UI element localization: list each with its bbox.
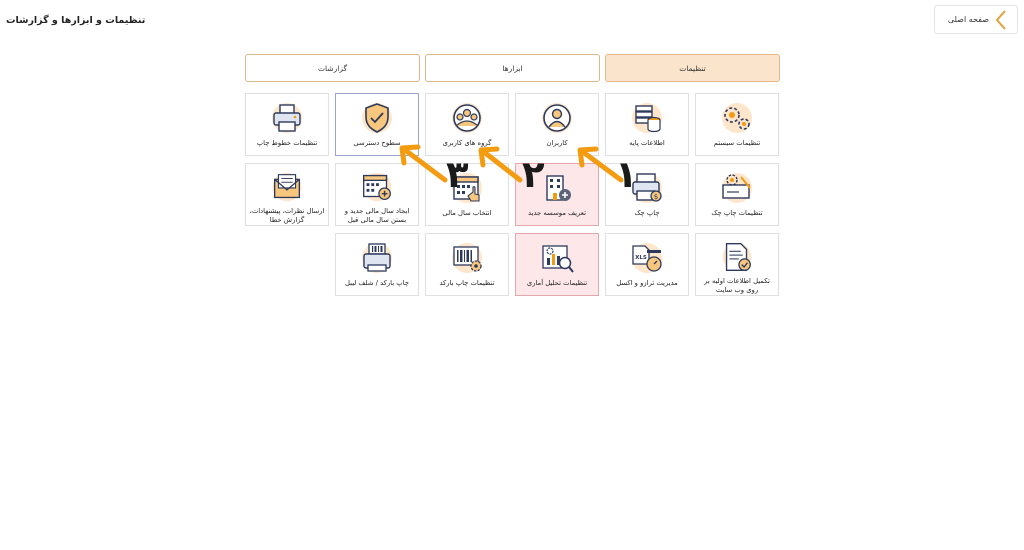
tile-label: تنظیمات خطوط چاپ — [256, 139, 318, 147]
tile-create-fiscal-year[interactable]: ایجاد سال مالی جدید و بستن سال مالی قبل — [335, 163, 419, 226]
tile-label: تنظیمات چاپ بارکد — [439, 279, 495, 287]
tab-tools[interactable]: ابزارها — [425, 54, 600, 82]
tile-statistical-analysis[interactable]: تنظیمات تحلیل آماری — [515, 233, 599, 296]
tile-label: تنظیمات تحلیل آماری — [526, 279, 588, 287]
building-add-icon — [546, 175, 571, 201]
tab-bar: گزارشات ابزارها تنظیمات — [245, 54, 780, 83]
document-check-icon — [722, 242, 752, 272]
database-server-icon — [632, 103, 662, 133]
svg-text:$: $ — [654, 193, 658, 201]
tile-print-cheque[interactable]: $ چاپ چک — [605, 163, 689, 226]
tile-users[interactable]: کاربران — [515, 93, 599, 156]
page-title: تنظیمات و ابزارها و گزارشات — [6, 15, 146, 26]
tile-send-feedback[interactable]: ارسال نظرات، پیشنهادات، گزارش خطا — [245, 163, 329, 226]
tile-system-settings[interactable]: تنظیمات سیستم — [695, 93, 779, 156]
user-icon — [542, 103, 572, 133]
chevron-left-icon — [995, 9, 1006, 30]
tile-label: ارسال نظرات، پیشنهادات، گزارش خطا — [249, 207, 325, 224]
cheque-print-icon: $ — [632, 173, 662, 203]
tile-access-levels[interactable]: سطوح دسترسی — [335, 93, 419, 156]
user-group-icon — [452, 103, 482, 133]
tile-user-groups[interactable]: گروه های کاربری — [425, 93, 509, 156]
tile-label: انتخاب سال مالی — [442, 209, 492, 217]
tile-label: ایجاد سال مالی جدید و بستن سال مالی قبل — [344, 207, 410, 224]
tile-base-info[interactable]: اطلاعات پایه — [605, 93, 689, 156]
tile-print-lines[interactable]: تنظیمات خطوط چاپ — [245, 93, 329, 156]
home-button[interactable]: صفحه اصلی — [934, 5, 1018, 34]
barcode-settings-icon — [452, 243, 482, 273]
tile-label: گروه های کاربری — [442, 139, 492, 147]
printer-icon — [272, 103, 302, 133]
home-button-label: صفحه اصلی — [947, 15, 989, 24]
tab-settings[interactable]: تنظیمات — [605, 54, 780, 82]
tile-label: تعریف موسسه جدید — [528, 209, 586, 217]
scale-excel-icon: XLS — [632, 243, 662, 273]
tile-cheque-settings[interactable]: تنظیمات چاپ چک — [695, 163, 779, 226]
tile-label: مدیریت ترازو و اکسل — [616, 279, 678, 287]
tile-new-company[interactable]: تعریف موسسه جدید — [515, 163, 599, 226]
calendar-add-icon — [362, 172, 392, 202]
tile-label: کاربران — [546, 139, 568, 147]
tile-scale-excel[interactable]: XLS مدیریت ترازو و اکسل — [605, 233, 689, 296]
cheque-settings-icon — [722, 173, 752, 203]
envelope-icon — [272, 172, 302, 202]
gears-icon — [722, 103, 752, 133]
tile-label: سطوح دسترسی — [353, 139, 401, 147]
tile-shelf-label[interactable]: چاپ بارکد / شلف لیبل — [335, 233, 419, 296]
shield-check-icon — [362, 103, 392, 133]
tile-select-fiscal-year[interactable]: انتخاب سال مالی — [425, 163, 509, 226]
tile-label: تنظیمات چاپ چک — [711, 209, 763, 217]
tile-label: چاپ بارکد / شلف لیبل — [345, 279, 409, 287]
tile-label: اطلاعات پایه — [629, 139, 665, 147]
label-printer-icon — [362, 243, 392, 273]
tile-label: تنظیمات سیستم — [713, 139, 761, 147]
settings-grid: تنظیمات سیستم اطلاعات پایه کاربران — [245, 93, 780, 296]
tab-reports[interactable]: گزارشات — [245, 54, 420, 82]
tile-label: تکمیل اطلاعات اولیه بر روی وب سایت — [704, 277, 770, 294]
calendar-select-icon — [452, 173, 482, 203]
svg-text:XLS: XLS — [635, 255, 647, 261]
tile-label: چاپ چک — [634, 209, 660, 217]
tile-website-info[interactable]: تکمیل اطلاعات اولیه بر روی وب سایت — [695, 233, 779, 296]
chart-analysis-icon — [542, 245, 574, 273]
tile-barcode-settings[interactable]: تنظیمات چاپ بارکد — [425, 233, 509, 296]
